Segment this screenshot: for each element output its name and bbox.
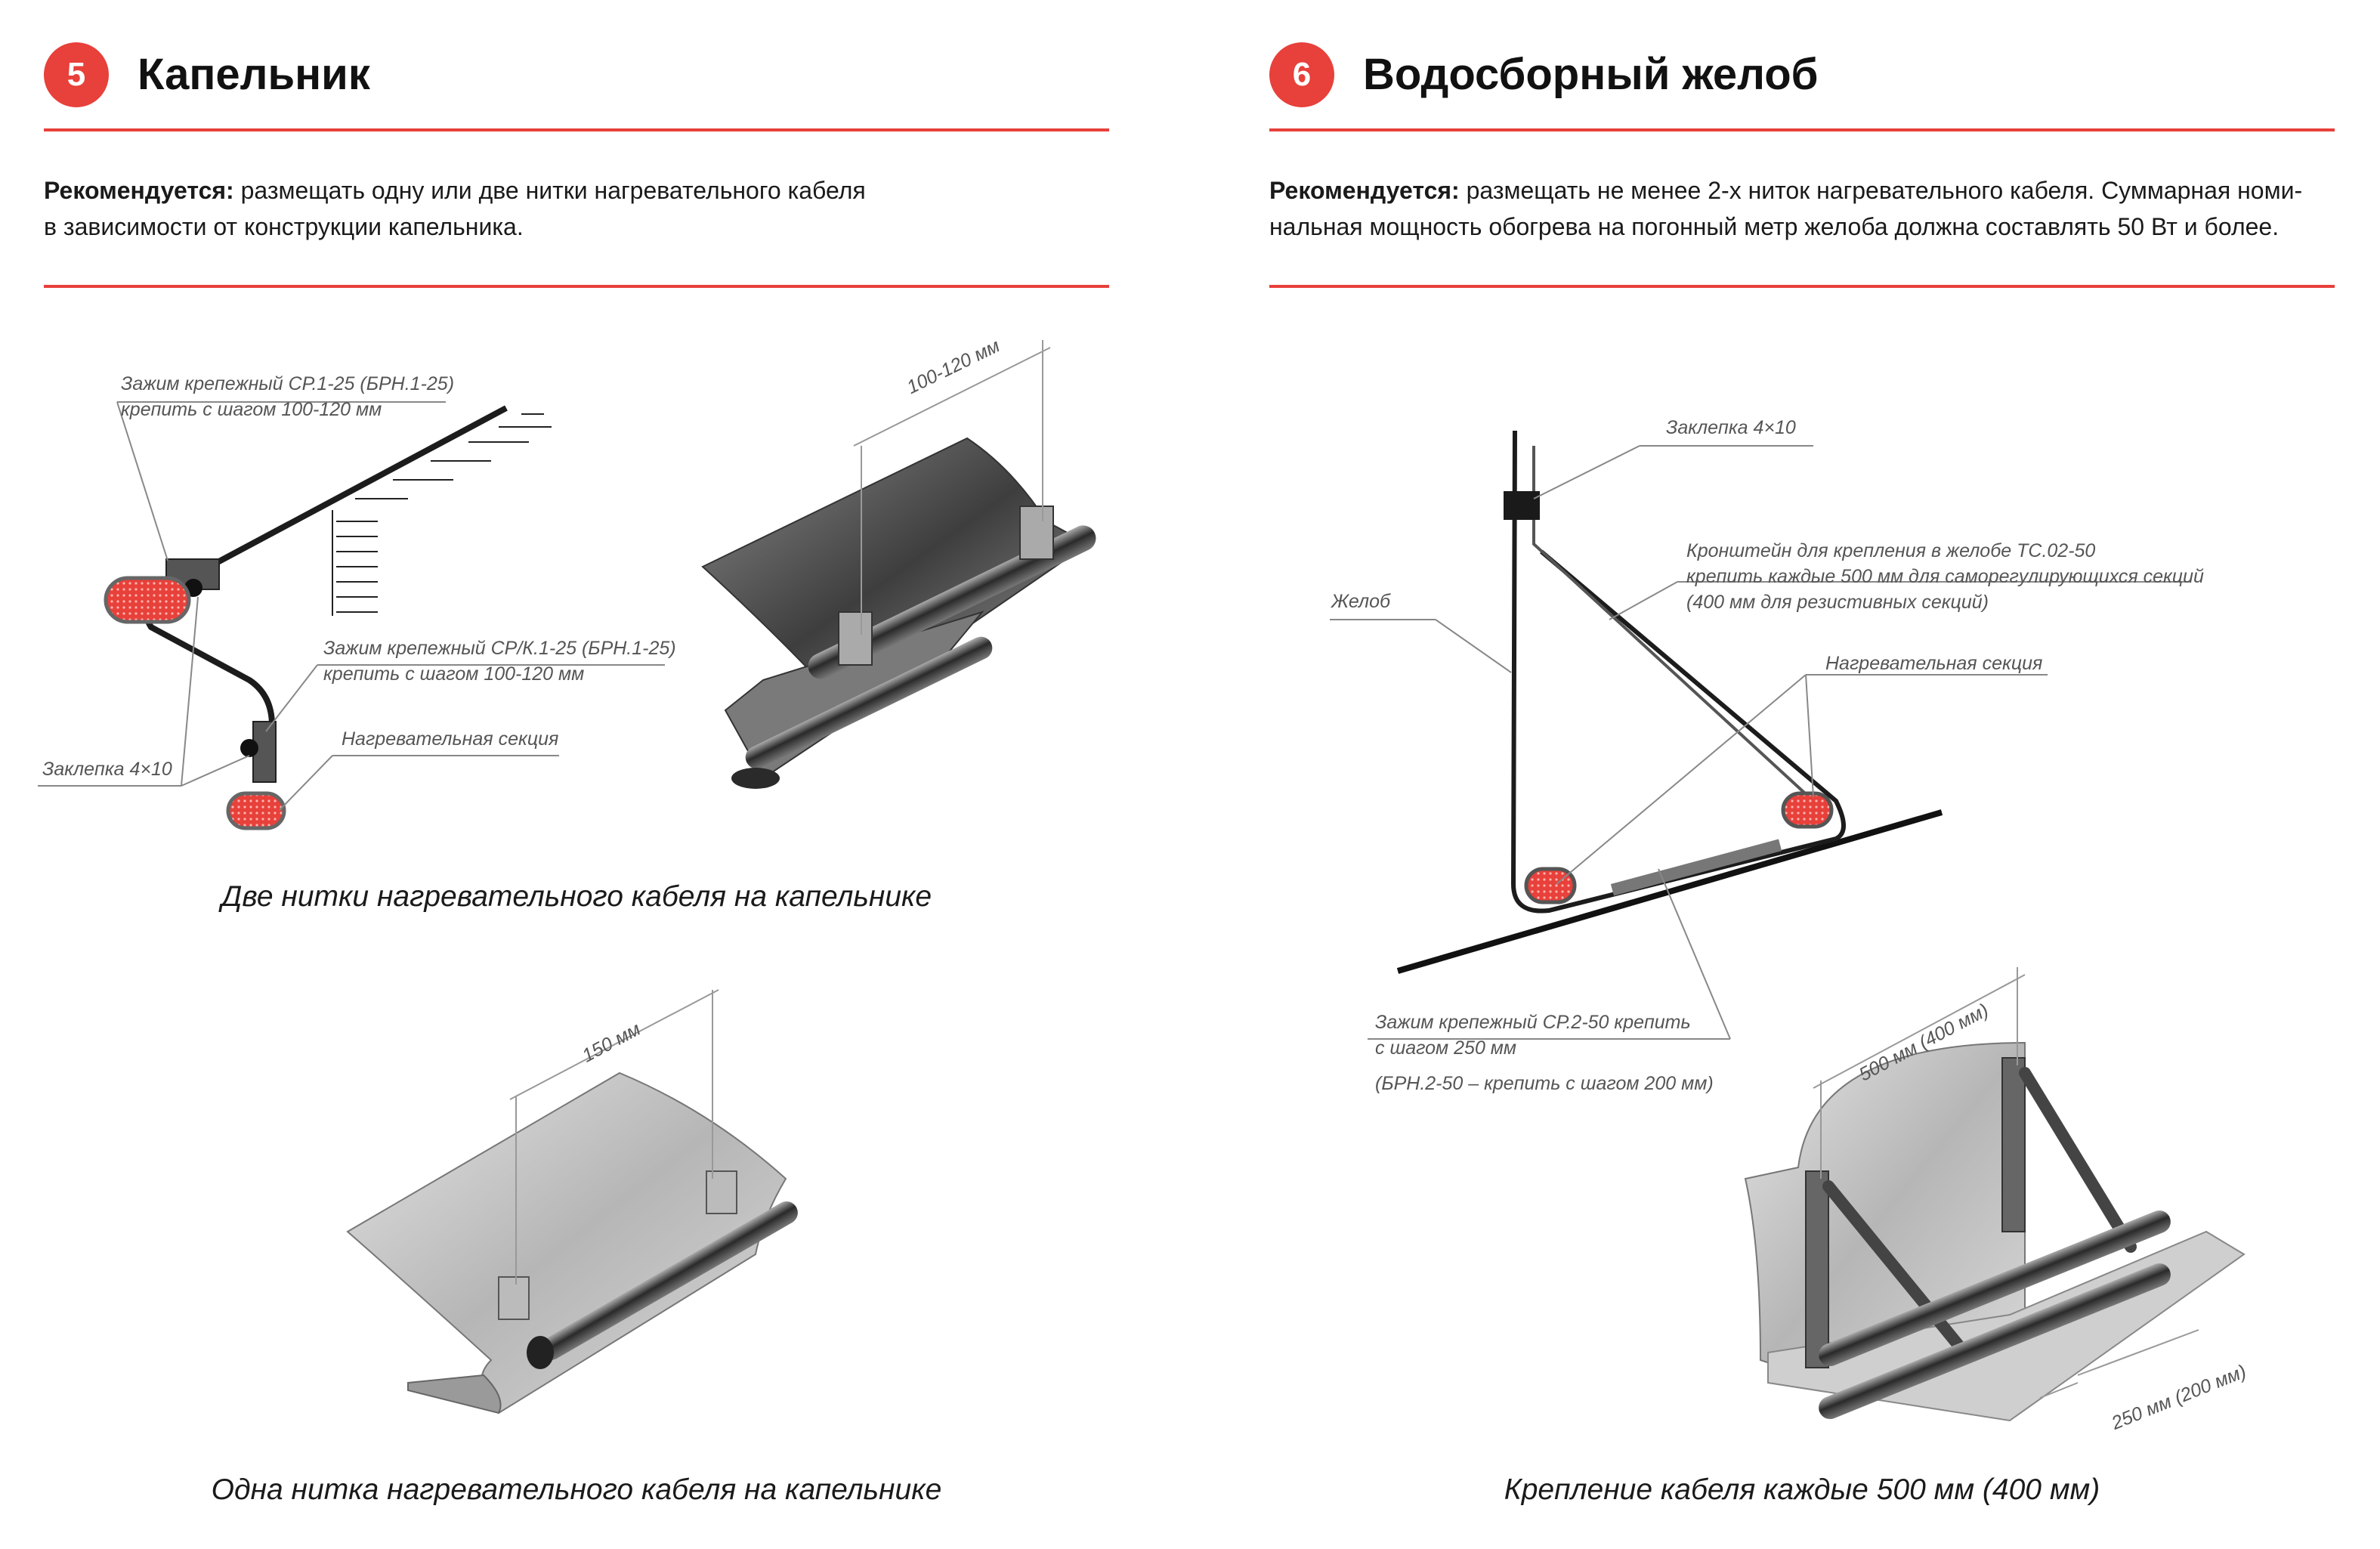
divider [1269, 285, 2335, 288]
section-drip-edge: 5 Капельник Рекомендуется: размещать одн… [44, 0, 1109, 1549]
label-heating-section: Нагревательная секция [1825, 653, 2043, 674]
section-gutter: 6 Водосборный желоб Рекомендуется: разме… [1269, 0, 2335, 1549]
label-gutter: Желоб [1331, 591, 1391, 612]
label-clamp-2-step: крепить с шагом 100-120 мм [323, 663, 585, 685]
label-bracket-note: (400 мм для резистивных секций) [1686, 592, 1989, 613]
gutter-section-diagram [1330, 430, 2191, 1040]
section-title: Водосборный желоб [1363, 50, 1819, 99]
label-clamp-1-step: крепить с шагом 100-120 мм [121, 399, 382, 420]
two-cable-drip-edge-3d [701, 340, 1096, 789]
label-rivet: Заклепка 4×10 [1666, 417, 1796, 438]
label-rivet: Заклепка 4×10 [42, 759, 172, 780]
label-bracket-name: Кронштейн для крепления в желобе ТС.02-5… [1686, 540, 2096, 561]
recommendation-line-2: нальная мощность обогрева на погонный ме… [1269, 213, 2280, 240]
recommendation-label: Рекомендуется: [1269, 177, 1460, 204]
drip-edge-section-diagram [38, 401, 665, 830]
caption-gutter: Крепление кабеля каждые 500 мм (400 мм) [1504, 1473, 2100, 1506]
divider [1269, 128, 2335, 131]
label-clamp-step: с шагом 250 мм [1375, 1037, 1517, 1059]
divider [44, 128, 1109, 131]
recommendation-label: Рекомендуется: [44, 177, 234, 204]
section-number-badge: 5 [44, 42, 109, 107]
recommendation-line-1: размещать не менее 2-х ниток нагреватель… [1459, 177, 2303, 204]
section-number-badge: 6 [1269, 42, 1334, 107]
label-bracket-step: крепить каждые 500 мм для саморегулирующ… [1686, 566, 2204, 587]
caption-two-cable: Две нитки нагревательного кабеля на капе… [221, 880, 932, 913]
one-cable-drip-edge-3d [346, 989, 798, 1415]
recommendation-text: Рекомендуется: размещать одну или две ни… [44, 172, 1109, 245]
recommendation-line-2: в зависимости от конструкции капельника. [44, 213, 524, 240]
caption-one-cable: Одна нитка нагревательного кабеля на кап… [211, 1473, 942, 1506]
section-title: Капельник [138, 50, 370, 99]
label-clamp-1-name: Зажим крепежный СР.1-25 (БРН.1-25) [121, 373, 455, 394]
divider [44, 285, 1109, 288]
label-heating-section: Нагревательная секция [342, 728, 559, 750]
label-clamp-name: Зажим крепежный СР.2-50 крепить [1375, 1012, 1691, 1033]
recommendation-line-1: размещать одну или две нитки нагреватель… [233, 177, 866, 204]
gutter-bracket-3d [1744, 967, 2246, 1422]
label-clamp-note: (БРН.2-50 – крепить с шагом 200 мм) [1375, 1073, 1714, 1094]
recommendation-text: Рекомендуется: размещать не менее 2-х ни… [1269, 172, 2335, 245]
label-clamp-2-name: Зажим крепежный СР/К.1-25 (БРН.1-25) [323, 638, 676, 659]
